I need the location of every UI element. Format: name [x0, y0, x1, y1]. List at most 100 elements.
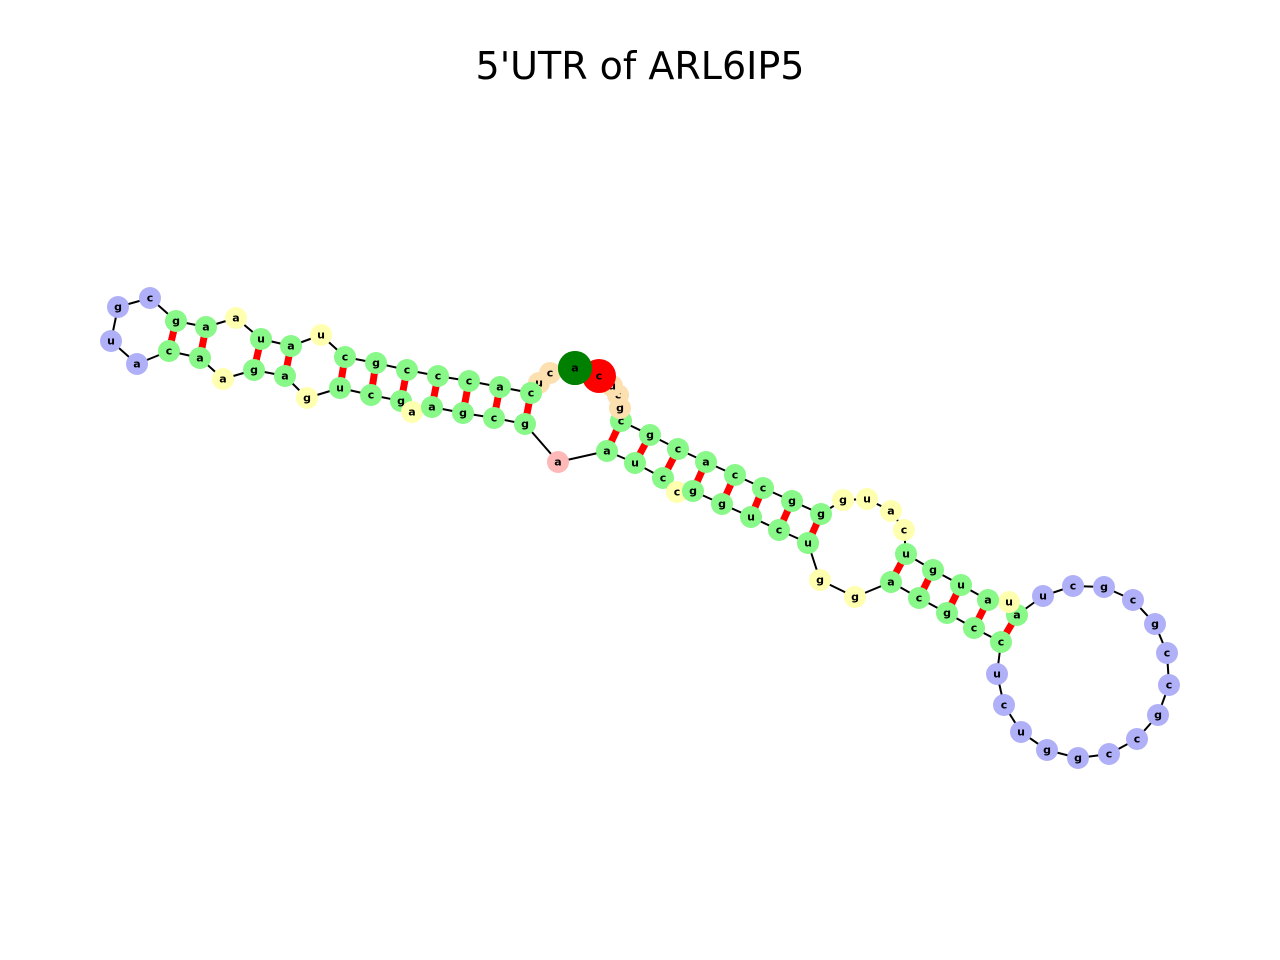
nucleotide-letter: u	[257, 333, 265, 346]
nucleotide-node: u	[310, 324, 332, 346]
nucleotide-letter: a	[408, 406, 415, 419]
nucleotide-letter: g	[372, 357, 380, 370]
nucleotide-circle	[310, 324, 332, 346]
nucleotide-circle	[682, 480, 704, 502]
nucleotide-letter: u	[1039, 590, 1047, 603]
nucleotide-circle	[250, 328, 272, 350]
nucleotide-letter: c	[528, 387, 535, 400]
nucleotide-circle	[666, 481, 688, 503]
nucleotide-circle	[489, 376, 511, 398]
nucleotide-node: a	[195, 316, 217, 338]
nucleotide-letter: a	[702, 456, 709, 469]
nucleotide-circle	[547, 451, 569, 473]
nucleotide-node: u	[856, 488, 878, 510]
nucleotide-circle	[1126, 728, 1148, 750]
nucleotide-circle	[844, 586, 866, 608]
nucleotide-node: c	[724, 464, 746, 486]
nucleotide-circle	[993, 694, 1015, 716]
nucleotide-letter: c	[1164, 647, 1171, 660]
nucleotide-node: u	[998, 591, 1020, 613]
nucleotide-letter: g	[929, 564, 937, 577]
nucleotide-node: u	[950, 574, 972, 596]
nucleotide-letter: g	[397, 395, 405, 408]
nucleotide-node: a	[421, 396, 443, 418]
nucleotide-node: g	[1036, 739, 1058, 761]
nucleotide-circle	[165, 310, 187, 332]
nucleotide-node: c	[908, 587, 930, 609]
nucleotide-letter: a	[219, 373, 226, 386]
nucleotide-node: g	[1067, 747, 1089, 769]
nucleotide-letter: c	[1166, 679, 1173, 692]
nucleotide-letter: c	[1106, 748, 1113, 761]
nucleotide-letter: u	[631, 457, 639, 470]
nucleotide-letter: a	[496, 381, 503, 394]
nucleotide-letter: g	[1074, 752, 1082, 765]
nucleotide-letter: a	[232, 312, 239, 325]
nucleotide-node: g	[1147, 704, 1169, 726]
nucleotide-letter: c	[491, 412, 498, 425]
nucleotide-letter: c	[1070, 580, 1077, 593]
nucleotide-circle	[895, 543, 917, 565]
nucleotide-letter: u	[317, 329, 325, 342]
nucleotide-circle	[880, 571, 902, 593]
nucleotide-circle	[483, 407, 505, 429]
nucleotide-letter: c	[368, 389, 375, 402]
nucleotide-node: u	[250, 328, 272, 350]
nucleotide-node: c	[993, 694, 1015, 716]
nucleotide-node: u	[895, 543, 917, 565]
nucleotide-node: c	[1156, 642, 1178, 664]
nucleotide-letter: a	[887, 505, 894, 518]
nucleotide-node: g	[514, 413, 536, 435]
nucleotide-letter: g	[1154, 709, 1162, 722]
nucleotide-circle	[1098, 743, 1120, 765]
nucleotide-letter: c	[660, 472, 667, 485]
nucleotide-circle	[922, 559, 944, 581]
nucleotide-circle	[695, 451, 717, 473]
nucleotide-circle	[296, 387, 318, 409]
nucleotide-circle	[977, 589, 999, 611]
nucleotide-node: a	[274, 365, 296, 387]
nucleotide-letter: u	[107, 335, 115, 348]
nucleotide-circle	[1122, 589, 1144, 611]
nucleotide-node: g	[165, 310, 187, 332]
nucleotide-node: c	[752, 477, 774, 499]
nucleotide-node: c	[458, 370, 480, 392]
nucleotide-node: c	[158, 340, 180, 362]
nucleotide-node: g	[639, 424, 661, 446]
nucleotide-node: u	[100, 330, 122, 352]
nucleotide-circle	[139, 287, 161, 309]
nucleotide-letter: g	[616, 402, 624, 415]
nucleotide-circle	[1010, 721, 1032, 743]
nucleotide-circle	[334, 346, 356, 368]
nucleotide-circle	[1144, 613, 1166, 635]
nucleotide-circle	[832, 489, 854, 511]
nucleotide-circle	[624, 452, 646, 474]
nucleotide-letter: g	[303, 392, 311, 405]
nucleotide-letter: g	[114, 301, 122, 314]
nucleotide-node: g	[107, 296, 129, 318]
nucleotide-letter: c	[732, 469, 739, 482]
nucleotide-node: c	[667, 438, 689, 460]
nucleotide-letter: a	[887, 576, 894, 589]
nucleotide-circle	[274, 365, 296, 387]
nucleotide-node: g	[936, 602, 958, 624]
nucleotide-node: c	[652, 467, 674, 489]
nucleotide-letter: c	[435, 370, 442, 383]
nucleotide-node: c	[1098, 743, 1120, 765]
nucleotide-circle	[212, 368, 234, 390]
nucleotide-node: c	[334, 346, 356, 368]
nucleotide-letter: c	[916, 592, 923, 605]
nucleotide-letter: g	[1043, 744, 1051, 757]
nucleotide-letter: a	[287, 340, 294, 353]
nucleotide-circle	[107, 296, 129, 318]
nucleotide-node: u	[797, 532, 819, 554]
nucleotide-letter: g	[172, 315, 180, 328]
backbone-layer	[110, 297, 1170, 759]
nucleotide-letter: c	[674, 486, 681, 499]
nucleotide-circle	[558, 351, 592, 385]
nucleotide-letter: u	[863, 493, 871, 506]
nucleotide-circle	[768, 519, 790, 541]
nucleotide-circle	[401, 401, 423, 423]
